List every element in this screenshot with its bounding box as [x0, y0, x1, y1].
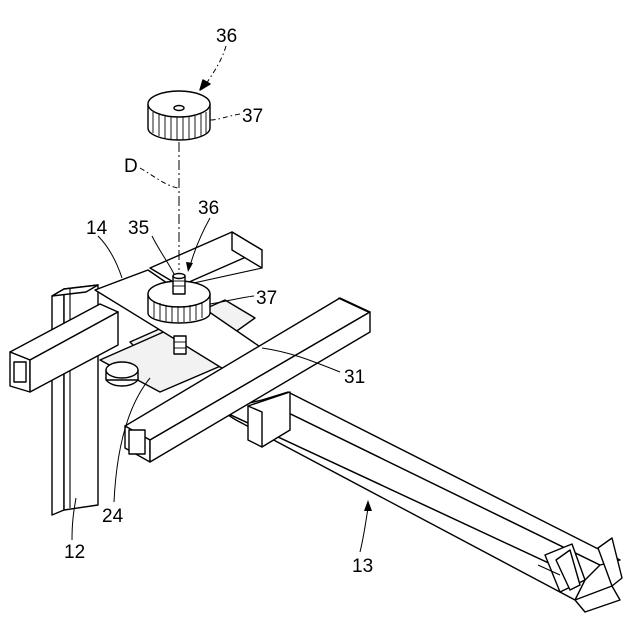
label-37-middle: 37 — [256, 288, 277, 309]
label-31: 31 — [344, 367, 365, 388]
reference-numerals: 36 37 D 36 14 35 37 31 24 12 13 — [64, 26, 373, 577]
label-36-top: 36 — [216, 26, 237, 47]
label-24: 24 — [102, 506, 124, 527]
exploded-knob — [148, 91, 210, 140]
back-tube — [150, 232, 262, 286]
label-37-top: 37 — [242, 106, 263, 127]
long-arm-13 — [220, 392, 622, 612]
label-14: 14 — [86, 218, 108, 239]
threaded-stud — [174, 336, 186, 354]
label-13: 13 — [352, 556, 373, 577]
label-36-middle: 36 — [198, 198, 219, 219]
label-d: D — [124, 156, 138, 177]
label-35: 35 — [128, 218, 149, 239]
label-12: 12 — [64, 542, 85, 563]
